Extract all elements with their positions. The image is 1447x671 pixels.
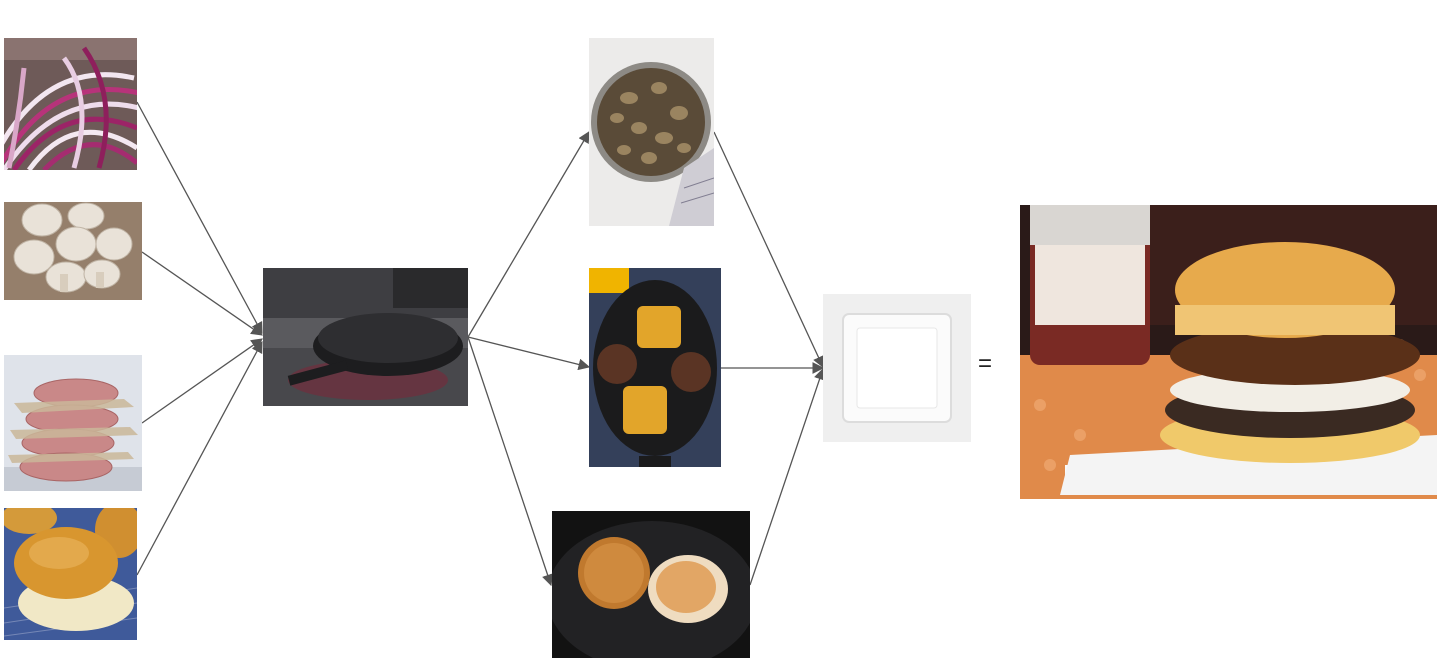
sauteed-mushrooms-image (589, 38, 714, 226)
arrow-buns-to-skillet (136, 340, 263, 576)
raw-patties-image (4, 355, 142, 491)
skillet-image (263, 268, 468, 406)
mushrooms-image (4, 202, 142, 300)
arrow-mushrooms-to-skillet (141, 251, 263, 336)
arrow-buns-to-plate (749, 367, 826, 586)
arrow-skillet-to-buns (467, 336, 554, 587)
arrow-onion-to-skillet (136, 101, 263, 335)
red-onion-image (4, 38, 137, 170)
arrow-skillet-to-patties (467, 336, 591, 371)
arrow-mushrooms-to-plate (713, 131, 824, 369)
arrow-skillet-to-mushrooms (467, 130, 590, 338)
burger-buns-image (4, 508, 137, 640)
toasted-buns-image (552, 511, 750, 658)
finished-burger-image (1020, 205, 1437, 499)
cooked-patties-image (589, 268, 721, 467)
arrow-patties-to-skillet (141, 338, 263, 424)
white-plate-image (823, 294, 971, 442)
equals-sign: = (978, 350, 993, 377)
